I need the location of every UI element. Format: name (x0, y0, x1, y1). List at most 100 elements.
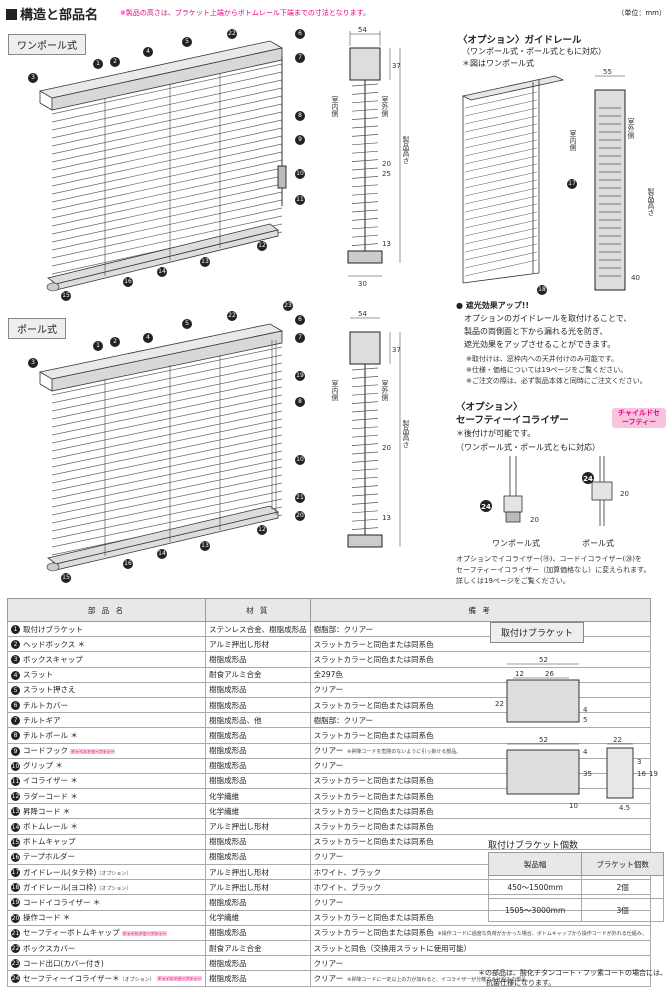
part-material: 樹脂成形品 (205, 772, 311, 790)
part-material: 樹脂成形品 (205, 833, 311, 850)
slat (351, 518, 379, 522)
slat (464, 235, 538, 253)
slat (351, 218, 379, 221)
part-name: スラット (23, 670, 53, 680)
part-remarks: クリアー (313, 685, 344, 695)
child-safety-badge: チャイルドセーフティー (612, 408, 666, 428)
part-marker: 14 (157, 549, 167, 559)
part-material: 樹脂成形品 (205, 757, 311, 774)
part-name: チルトカバー (23, 700, 68, 710)
part-number-badge: 6 (11, 701, 20, 711)
slat (351, 527, 379, 530)
part-number-badge: 21 (11, 928, 20, 938)
label-outdoor: 室外側 (381, 95, 389, 117)
slat (464, 171, 538, 189)
part-remarks: ホワイト、ブラック (313, 882, 381, 892)
part-name: 取付けブラケット (23, 624, 83, 634)
part-remarks: スラットカラーと同色または同系色 (313, 776, 434, 786)
guide-rail-body-line: 製品の両側面と下から漏れる光を防ぎ、 (464, 327, 608, 336)
part-name: ラダーコード ＊ (23, 791, 78, 801)
part-material: 樹脂成形品、他 (205, 712, 311, 729)
part-marker: 12 (257, 525, 267, 535)
slat (351, 83, 379, 87)
part-material: 樹脂成形品 (205, 681, 311, 698)
part-marker: 10 (295, 455, 305, 465)
slat (351, 192, 379, 196)
part-remarks: スラットカラーと同色または同系色 (313, 822, 434, 832)
slat (51, 111, 283, 163)
part-number-badge: 20 (11, 913, 20, 923)
slat (351, 392, 379, 396)
dim-3: 3 (637, 758, 641, 766)
guide-rail-note-line: ※仕様・価格については19ページをご覧ください。 (466, 366, 628, 374)
slat (51, 159, 283, 211)
guide-rail-point: ● 遮光効果アップ!! (456, 301, 530, 310)
slat (351, 159, 379, 162)
footnote: ＊の部品は、酸化チタンコート・フッ素コートの場合には、 抗菌仕様になります。 (478, 968, 670, 988)
part-marker: 1 (93, 59, 103, 69)
slat (351, 485, 379, 488)
slat (351, 418, 379, 421)
slat (351, 167, 379, 171)
part-marker: 5 (182, 37, 192, 47)
slat (351, 460, 379, 463)
dim-52-b: 52 (539, 736, 548, 744)
slat (464, 219, 538, 237)
part-marker: 4 (143, 47, 153, 57)
part-remarks: クリアー (313, 852, 344, 862)
dim-26: 26 (545, 670, 554, 678)
slat (351, 176, 379, 179)
part-remarks-cell: スラットカラーと同色または同系色※操作コードに過度な負荷がかかった場合、ボトムキ… (309, 924, 651, 941)
guide-rail-sub: （ワンポール式・ポール式ともに対応） (462, 47, 606, 56)
guide-rail-fig-note: ＊図はワンポール式 (462, 59, 534, 68)
part-marker: 22 (227, 29, 237, 39)
slat (51, 103, 283, 155)
child-safety-badge: チャイルドセーフティー (156, 976, 203, 982)
part-name: 操作コード ＊ (23, 913, 71, 923)
slat (351, 502, 379, 505)
dim-35: 35 (583, 770, 592, 778)
part-material: 耐食アルミ合金 (205, 666, 311, 683)
slat (464, 147, 538, 165)
part-marker: 12 (257, 241, 267, 251)
slat (51, 191, 283, 243)
slat (51, 207, 283, 259)
part-number-badge: 7 (11, 716, 20, 726)
slat (351, 150, 379, 154)
part-number-badge: 17 (11, 868, 20, 878)
part-remarks: スラットカラーと同色または同系色 (313, 639, 434, 649)
slat (51, 199, 283, 251)
part-marker: 4 (143, 333, 153, 343)
slat (51, 79, 283, 131)
part-material: アルミ押出し形材 (205, 863, 311, 881)
part-number-badge: 2 (11, 640, 20, 650)
part-remarks: クリアー (313, 746, 344, 756)
label-indoor: 室内側 (569, 129, 577, 151)
part-remarks: スラットカラーと同色または同系色 (313, 928, 434, 938)
part-name: ガイドレール(タテ枠) (23, 867, 97, 877)
slat (464, 211, 538, 229)
svg-text:24: 24 (481, 503, 491, 511)
slat (351, 134, 379, 137)
pole-section-drawing: 54 37 20 13 室内側 室外側 製品高さ (331, 310, 410, 548)
slat (464, 107, 538, 125)
part-material: アルミ押出し形材 (205, 636, 311, 653)
part-material: アルミ押出し形材 (205, 818, 311, 835)
part-marker: 3 (28, 358, 38, 368)
dim-37: 37 (392, 346, 401, 354)
guide-rail-illustration: 55 40 室内側 室外側 製品高さ (461, 68, 655, 291)
safety-after: ＊後付けが可能です。 (456, 429, 536, 438)
part-material: アルミ押出し形材 (205, 879, 311, 896)
part-number-badge: 12 (11, 792, 20, 802)
part-remarks-cell: クリアー※昇降コードに一定以上の力が加わると、イコライザーが分離する仕組みの部品… (309, 970, 651, 987)
